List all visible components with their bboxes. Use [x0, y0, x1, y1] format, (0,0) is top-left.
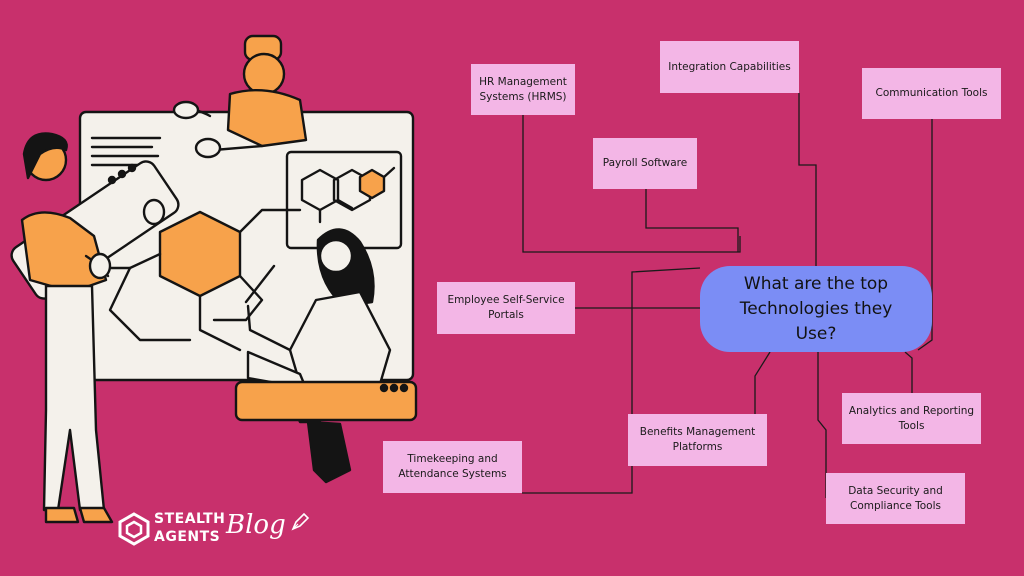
connector-integration [798, 93, 817, 266]
pen-nib-icon [291, 512, 310, 531]
logo-line-1: STEALTH [154, 511, 226, 527]
connector-analytics [904, 351, 913, 393]
node-integration-capabilities: Integration Capabilities [660, 41, 799, 93]
node-communication-tools: Communication Tools [862, 68, 1001, 119]
connector-payroll [645, 189, 739, 252]
node-benefits-management: Benefits Management Platforms [628, 414, 767, 466]
connector-communication [917, 119, 933, 351]
node-payroll-software: Payroll Software [593, 138, 697, 189]
cube-logo-icon [118, 512, 150, 546]
logo-script: Blog [226, 510, 286, 540]
logo-line-2: AGENTS [154, 529, 221, 545]
node-timekeeping-attendance: Timekeeping and Attendance Systems [383, 441, 522, 493]
node-self-service-portals: Employee Self-Service Portals [437, 282, 575, 334]
node-data-security: Data Security and Compliance Tools [826, 473, 965, 524]
team-whiteboard-illustration [10, 34, 418, 524]
connector-hrms [522, 115, 741, 253]
connector-benefits [754, 351, 771, 414]
stealth-agents-blog-logo: STEALTH AGENTS Blog [118, 508, 318, 552]
central-question: What are the top Technologies they Use? [700, 266, 932, 352]
connector-security [817, 352, 827, 498]
node-analytics-reporting: Analytics and Reporting Tools [842, 393, 981, 444]
node-hrms: HR Management Systems (HRMS) [471, 64, 575, 115]
connector-timekeeping [522, 267, 701, 494]
